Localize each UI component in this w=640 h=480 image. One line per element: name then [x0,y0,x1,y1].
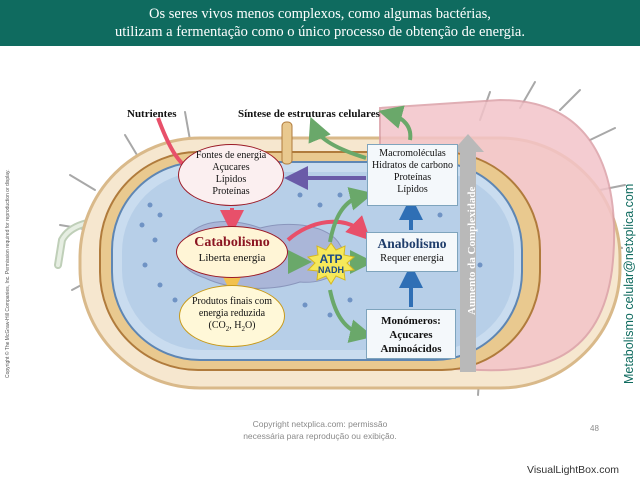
complexity-arrow [452,134,484,372]
title-banner: Os seres vivos menos complexos, como alg… [0,0,640,46]
complexidade-label: Aumento da Complexidade [466,186,478,315]
nutrientes-label: Nutrientes [127,108,177,120]
macromoleculas-node: Macromoléculas Hidratos de carbono Prote… [367,144,458,206]
mono-line-2: Açucares [389,329,433,341]
atp-to-macro-arrow [328,187,374,243]
pore-tube [281,121,293,165]
produtos-finais-node: Produtos finais com energia reduzida (CO… [179,285,285,347]
anabolismo-subtitle: Requer energia [380,253,444,264]
anabolismo-node: Anabolismo Requer energia [366,232,458,272]
macro-line-4: Lípidos [397,184,428,195]
monomeros-node: Monómeros: Açucares Aminoácidos [366,309,456,359]
sintese-arrow-2 [378,105,413,141]
catabolismo-subtitle: Liberta energia [198,252,266,264]
title-line-1: Os seres vivos menos complexos, como alg… [149,6,491,22]
produtos-line-3: (CO2, H2O) [208,320,256,333]
mcgraw-copyright: Copyright © The McGraw-Hill Companies, I… [5,169,11,378]
catab-to-anab-arrow [286,215,371,242]
atp-starburst [306,242,356,285]
fontes-energia-node: Fontes de energia Açucares Lípidos Prote… [178,144,284,206]
macro-line-2: Hidratos de carbono [371,160,454,171]
catabolismo-title: Catabolismo [194,235,270,250]
fontes-line-2: Açucares [212,162,250,173]
mono-line-1: Monómeros: [381,315,441,327]
fontes-line-3: Lípidos [215,174,247,185]
produtos-line-2: energia reduzida [198,308,266,319]
netxplica-side-label: Metabolismo celular@netxplica.com [622,183,636,384]
page-number: 48 [590,424,599,433]
footer-line-1: Copyright netxplica.com: permissão [252,419,388,429]
nadh-label: NADH [318,265,344,275]
sintese-arrow-1 [308,116,367,160]
fontes-line-1: Fontes de energia [195,150,267,161]
atp-to-mono-arrow [328,289,374,343]
atp-nadh-badge: ATP NADH [298,246,364,286]
macro-line-1: Macromoléculas [379,148,446,159]
footer-line-2: necessária para reprodução ou exibição. [243,431,397,441]
visuallightbox-link[interactable]: VisualLightBox.com [527,464,620,476]
produtos-line-1: Produtos finais com [192,296,272,307]
fontes-line-4: Proteínas [212,186,250,197]
atp-label: ATP [319,252,343,266]
sintese-label: Síntese de estruturas celulares [238,108,380,120]
catabolismo-node: Catabolismo Liberta energia [176,226,288,278]
bacterium-diagram [54,81,626,396]
footer-copyright: Copyright netxplica.com: permissão neces… [200,418,440,442]
title-line-2: utilizam a fermentação como o único proc… [115,24,525,40]
macro-line-3: Proteínas [393,172,432,183]
mono-line-3: Aminoácidos [380,343,442,355]
anabolismo-title: Anabolismo [377,236,447,251]
